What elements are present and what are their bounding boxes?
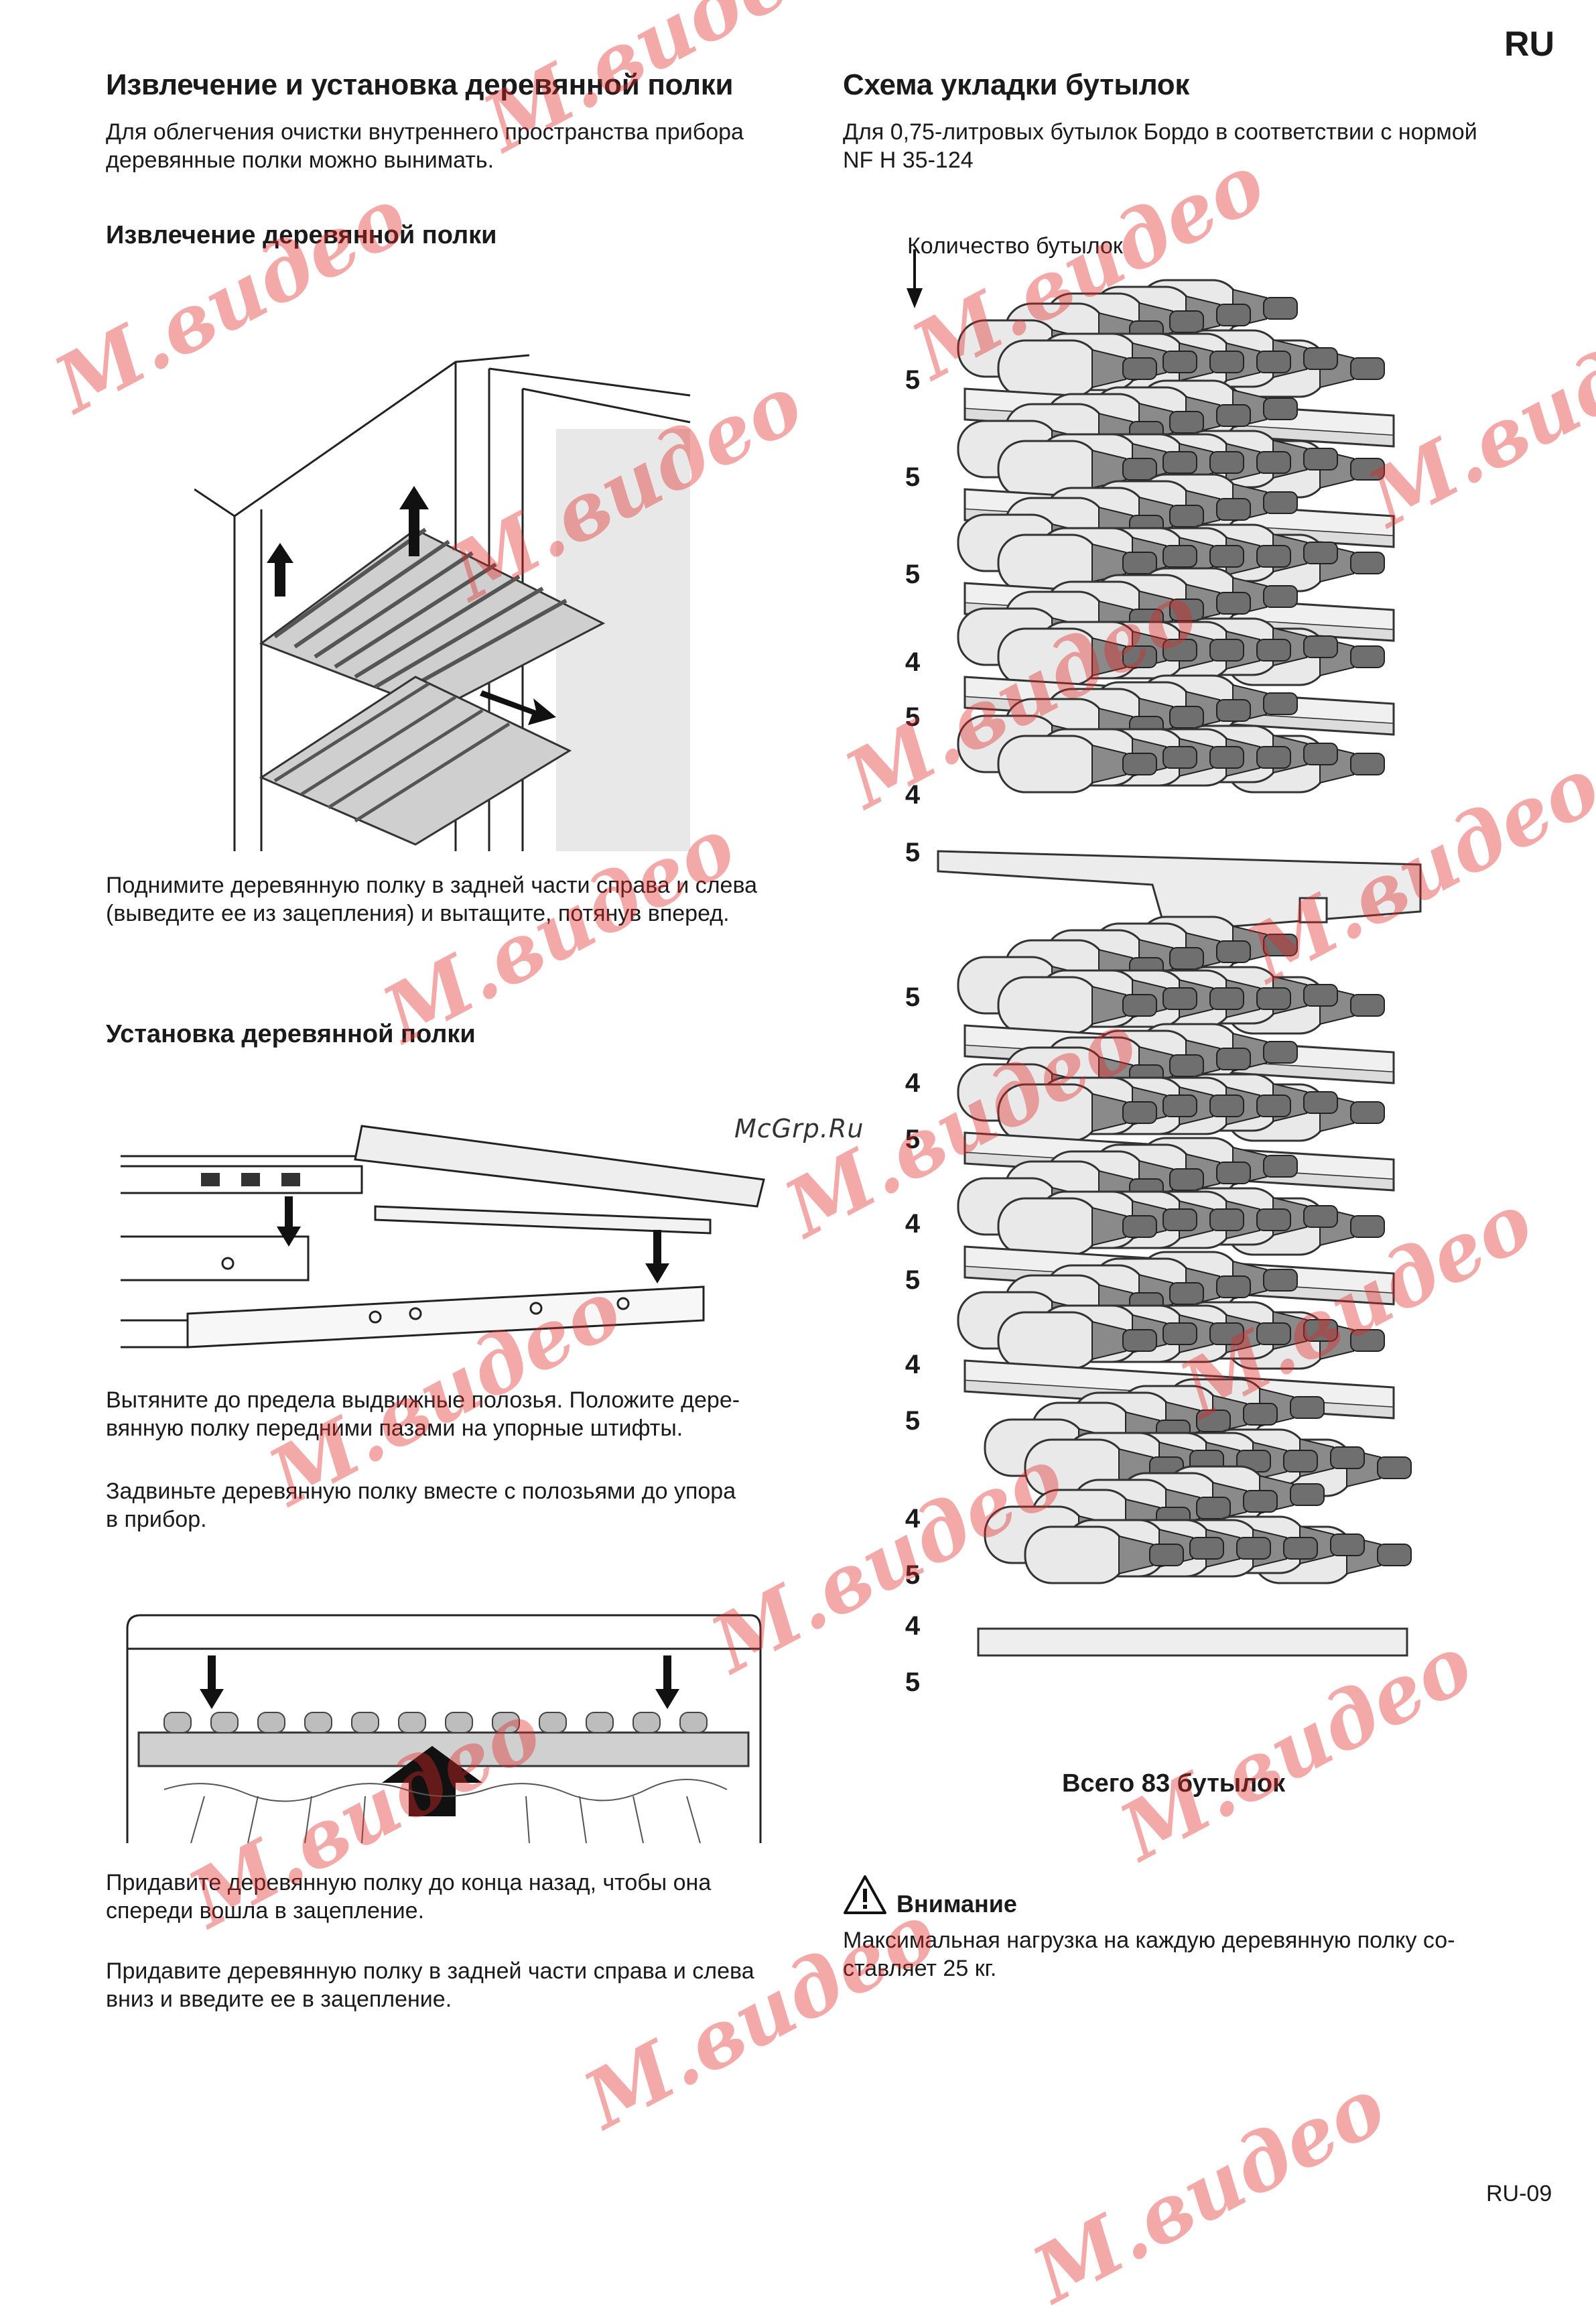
warning-title: Внимание: [896, 1890, 1017, 1918]
install-step2-line1: Задвиньте деревянную полку вместе с поло…: [106, 1479, 736, 1504]
row-count: 5: [905, 462, 921, 492]
left-intro: Для облегчения очистки внутреннего прост…: [106, 118, 803, 174]
language-code: RU: [1504, 25, 1555, 64]
rail-install-illustration: [121, 1125, 765, 1348]
row-count: 4: [905, 1068, 921, 1098]
page-number: RU-09: [1486, 2181, 1552, 2206]
bottle-count-label: Количество бутылок: [907, 233, 1123, 259]
shelf-press-illustration: [126, 1614, 762, 1843]
install-step2: Задвиньте деревянную полку вместе с поло…: [106, 1477, 803, 1533]
install-step3-line2: спереди вошла в зацепление.: [106, 1898, 425, 1924]
install-step4-line1: Придавите деревянную полку в задней част…: [106, 1958, 754, 1984]
row-count: 5: [905, 560, 921, 589]
removal-text-line2: (выведите ее из зацепления) и вытащите, …: [106, 901, 730, 926]
total-bottles: Всего 83 бутылок: [1062, 1769, 1286, 1798]
row-count: 5: [905, 1406, 921, 1436]
row-count: 5: [905, 838, 921, 867]
right-intro-line1: Для 0,75-литровых бутылок Бордо в соотве…: [843, 119, 1477, 145]
row-count: 4: [905, 1350, 921, 1379]
row-count: 4: [905, 1209, 921, 1239]
removal-text: Поднимите деревянную полку в задней част…: [106, 871, 803, 928]
page-title-right: Схема укладки бутылок: [843, 68, 1190, 101]
page-title-left: Извлечение и установка деревянной полки: [106, 68, 734, 101]
row-count: 4: [905, 1504, 921, 1533]
removal-text-line1: Поднимите деревянную полку в задней част…: [106, 873, 758, 898]
warning-icon: [844, 1875, 886, 1914]
removal-heading: Извлечение деревянной полки: [106, 221, 497, 249]
row-count: 4: [905, 647, 921, 677]
row-count: 5: [905, 1560, 921, 1590]
left-intro-line1: Для облегчения очистки внутреннего прост…: [106, 119, 744, 145]
row-count: 5: [905, 702, 921, 732]
row-count: 5: [905, 983, 921, 1012]
warning-text-line2: ставляет 25 кг.: [843, 1956, 997, 1981]
right-intro: Для 0,75-литровых бутылок Бордо в соотве…: [843, 118, 1540, 174]
install-step1-line1: Вытяните до предела выдвижные полозья. П…: [106, 1387, 740, 1413]
install-step3: Придавите деревянную полку до конца наза…: [106, 1869, 803, 1925]
install-heading: Установка деревянной полки: [106, 1020, 476, 1048]
watermark: М.видео: [1018, 2059, 1400, 2321]
shelf-group: [937, 280, 1422, 1657]
install-step3-line1: Придавите деревянную полку до конца наза…: [106, 1870, 712, 1895]
row-count: 4: [905, 1611, 921, 1641]
left-intro-line2: деревянные полки можно вынимать.: [106, 147, 494, 173]
shelf-removal-illustration: [194, 354, 691, 851]
bottle-stack-diagram: [937, 275, 1422, 1657]
down-arrow-icon: [907, 249, 923, 308]
install-step2-line2: в прибор.: [106, 1507, 207, 1532]
row-count: 4: [905, 780, 921, 810]
row-count: 5: [905, 1265, 921, 1295]
site-watermark: McGrp.Ru: [734, 1114, 864, 1143]
row-count: 5: [905, 1125, 921, 1154]
install-step1-line2: вянную полку передними пазами на упорные…: [106, 1416, 683, 1441]
row-count: 5: [905, 1668, 921, 1697]
warning-text-line1: Максимальная нагрузка на каждую деревянн…: [843, 1928, 1455, 1953]
install-step4-line2: вниз и введите ее в зацепление.: [106, 1987, 452, 2012]
warning-text: Максимальная нагрузка на каждую деревянн…: [843, 1926, 1540, 1983]
install-step4: Придавите деревянную полку в задней част…: [106, 1957, 803, 2013]
row-count: 5: [905, 365, 921, 395]
right-intro-line2: NF H 35-124: [843, 147, 974, 173]
install-step1: Вытяните до предела выдвижные полозья. П…: [106, 1386, 803, 1442]
